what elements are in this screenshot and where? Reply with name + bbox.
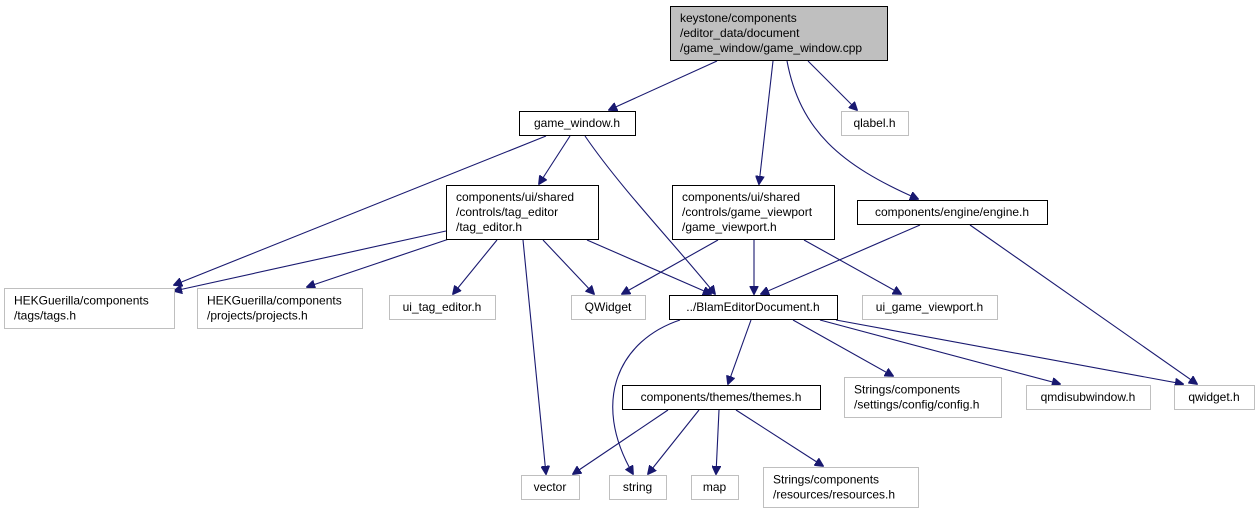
edge-blam_doc_h-to-qwidget_h <box>835 319 1183 384</box>
node-label-line: /game_window/game_window.cpp <box>680 41 862 55</box>
node-label-line: vector <box>534 480 567 494</box>
node-box <box>670 6 888 61</box>
node-box <box>862 295 998 320</box>
node-box <box>763 467 919 508</box>
node-label-line: ui_tag_editor.h <box>403 300 482 314</box>
node-label-line: /settings/config/config.h <box>854 398 979 412</box>
node-qwidget-h[interactable]: qwidget.h <box>1174 385 1255 410</box>
node-label-line: components/ui/shared <box>682 190 800 204</box>
node-tag-editor-h[interactable]: components/ui/shared/controls/tag_editor… <box>446 185 599 240</box>
node-label-line: components/engine/engine.h <box>875 205 1029 219</box>
node-box <box>609 475 667 500</box>
edge-tag_editor_h-to-vector <box>522 239 546 474</box>
node-label-line: HEKGuerilla/components <box>207 294 342 308</box>
node-box <box>622 385 821 410</box>
node-label-line: /game_viewport.h <box>682 220 777 234</box>
node-box <box>1174 385 1255 410</box>
edge-root-to-game_window_h <box>609 60 718 110</box>
node-label-line: Strings/components <box>854 383 960 397</box>
node-box <box>672 185 835 240</box>
node-box <box>521 475 580 500</box>
node-label-line: game_window.h <box>534 116 620 130</box>
node-label-line: /controls/tag_editor <box>456 205 558 219</box>
node-box <box>669 295 838 320</box>
node-blam-doc-h[interactable]: ../BlamEditorDocument.h <box>669 295 838 320</box>
node-box <box>571 295 646 320</box>
node-box <box>1026 385 1151 410</box>
node-box <box>519 111 636 136</box>
edge-blam_doc_h-to-themes_h <box>728 319 752 384</box>
node-themes-h[interactable]: components/themes/themes.h <box>622 385 821 410</box>
node-label-line: /controls/game_viewport <box>682 205 813 219</box>
node-ui-game-viewport-h[interactable]: ui_game_viewport.h <box>862 295 998 320</box>
node-label-line: ../BlamEditorDocument.h <box>686 300 819 314</box>
edges-layer <box>174 60 1197 474</box>
node-label-line: qlabel.h <box>853 116 895 130</box>
node-box <box>446 185 599 240</box>
node-qmdisubwindow-h[interactable]: qmdisubwindow.h <box>1026 385 1151 410</box>
edge-blam_doc_h-to-qmdisubwindow_h <box>819 319 1060 384</box>
edge-blam_doc_h-to-string <box>612 319 681 474</box>
node-box <box>389 295 496 320</box>
node-root[interactable]: keystone/components/editor_data/document… <box>670 6 888 61</box>
node-resources-h[interactable]: Strings/components/resources/resources.h <box>763 467 919 508</box>
edge-game_viewport_h-to-QWidget <box>622 239 719 294</box>
node-label-line: components/ui/shared <box>456 190 574 204</box>
node-ui-tag-editor-h[interactable]: ui_tag_editor.h <box>389 295 496 320</box>
node-vector[interactable]: vector <box>521 475 580 500</box>
node-label-line: map <box>703 480 727 494</box>
node-label-line: QWidget <box>585 300 632 314</box>
node-string[interactable]: string <box>609 475 667 500</box>
node-tags-h[interactable]: HEKGuerilla/components/tags/tags.h <box>4 288 175 329</box>
node-label-line: /tag_editor.h <box>456 220 522 234</box>
edge-tag_editor_h-to-blam_doc_h <box>586 239 711 294</box>
node-label-line: string <box>623 480 652 494</box>
edge-game_window_h-to-tag_editor_h <box>539 135 571 184</box>
nodes-layer: keystone/components/editor_data/document… <box>4 6 1255 508</box>
node-label-line: /resources/resources.h <box>773 488 895 502</box>
edge-game_viewport_h-to-ui_game_viewport_h <box>803 239 901 294</box>
edge-themes_h-to-map <box>716 409 719 474</box>
node-game-viewport-h[interactable]: components/ui/shared/controls/game_viewp… <box>672 185 835 240</box>
edge-engine_h-to-qwidget_h <box>969 224 1197 384</box>
node-projects-h[interactable]: HEKGuerilla/components/projects/projects… <box>197 288 363 329</box>
node-box <box>691 475 739 500</box>
edge-themes_h-to-string <box>648 409 700 474</box>
node-label-line: /tags/tags.h <box>14 309 76 323</box>
node-box <box>4 288 175 329</box>
node-label-line: /projects/projects.h <box>207 309 308 323</box>
node-QWidget[interactable]: QWidget <box>571 295 646 320</box>
node-label-line: keystone/components <box>680 11 797 25</box>
node-map[interactable]: map <box>691 475 739 500</box>
node-label-line: components/themes/themes.h <box>641 390 802 404</box>
node-engine-h[interactable]: components/engine/engine.h <box>857 200 1048 225</box>
edge-tag_editor_h-to-projects_h <box>307 238 450 287</box>
node-game-window-h[interactable]: game_window.h <box>519 111 636 136</box>
edge-tag_editor_h-to-tags_h <box>174 230 447 291</box>
edge-tag_editor_h-to-QWidget <box>542 239 594 294</box>
node-label-line: ui_game_viewport.h <box>876 300 983 314</box>
node-box <box>857 200 1048 225</box>
node-box <box>197 288 363 329</box>
node-box <box>844 377 1002 418</box>
edge-game_window_h-to-tags_h <box>174 135 547 285</box>
node-label-line: HEKGuerilla/components <box>14 294 149 308</box>
node-qlabel[interactable]: qlabel.h <box>841 111 909 136</box>
edge-engine_h-to-blam_doc_h <box>761 224 921 294</box>
edge-game_window_h-to-blam_doc_h <box>584 135 715 294</box>
edge-root-to-game_viewport_h <box>759 60 774 184</box>
edge-root-to-engine_h <box>786 60 918 199</box>
edge-themes_h-to-vector <box>573 409 669 474</box>
node-box <box>841 111 909 136</box>
node-config-h[interactable]: Strings/components/settings/config/confi… <box>844 377 1002 418</box>
node-label-line: Strings/components <box>773 473 879 487</box>
node-label-line: qmdisubwindow.h <box>1041 390 1136 404</box>
edge-blam_doc_h-to-config_h <box>792 319 893 376</box>
edge-root-to-qlabel <box>807 60 857 110</box>
node-label-line: /editor_data/document <box>680 26 800 40</box>
edge-themes_h-to-resources_h <box>735 409 823 466</box>
edge-tag_editor_h-to-ui_tag_editor_h <box>453 239 498 294</box>
node-label-line: qwidget.h <box>1188 390 1239 404</box>
